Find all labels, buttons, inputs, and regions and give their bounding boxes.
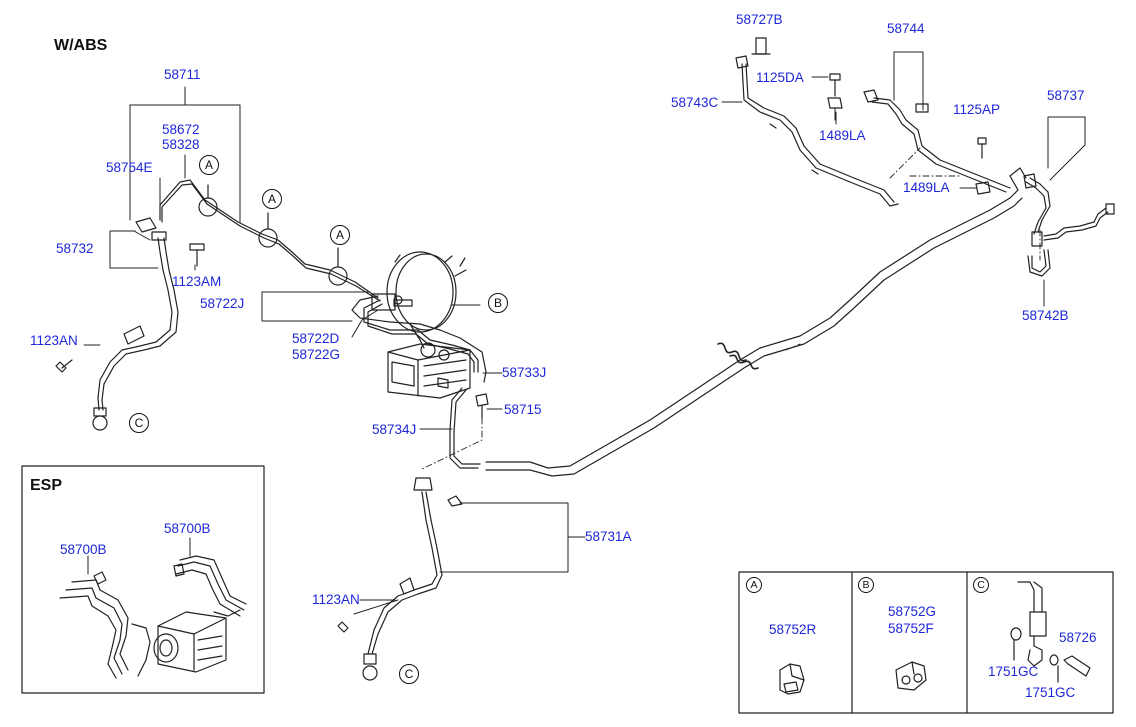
label-58715: 58715 [504, 402, 542, 417]
label-58328: 58328 [162, 137, 200, 152]
label-1123AN-top: 1123AN [30, 333, 78, 348]
callout-b: B [488, 293, 508, 313]
leader-lines-right [721, 51, 1086, 307]
bracket-58732 [123, 217, 157, 345]
label-58672: 58672 [162, 122, 200, 137]
label-1123AN-bottom: 1123AN [312, 592, 360, 607]
label-58727B: 58727B [736, 12, 783, 27]
dash-dot-lines [419, 147, 1041, 471]
label-58700B-left: 58700B [60, 542, 107, 557]
label-1751GC-a: 1751GC [988, 664, 1039, 679]
rear-tube-58743C [735, 55, 899, 207]
bolt-1125AP [977, 137, 987, 159]
label-58752R: 58752R [769, 622, 817, 637]
rear-tube-58744 [863, 89, 1011, 193]
label-58722J: 58722J [200, 296, 245, 311]
leader-lines-left [83, 86, 586, 601]
label-1125DA: 1125DA [756, 70, 804, 85]
clip-1489LA-top [827, 97, 843, 121]
label-1125AP: 1125AP [953, 102, 1001, 117]
detail-box-frame [738, 571, 1114, 714]
front-left-hose [92, 231, 179, 431]
callout-c-1: C [129, 413, 149, 433]
label-58731A: 58731A [585, 529, 632, 544]
label-58752G: 58752G [888, 604, 937, 619]
label-1123AM: 1123AM [172, 274, 222, 289]
clip-58715 [475, 393, 489, 419]
clip-58752G-F [895, 661, 927, 691]
label-58722D: 58722D [292, 331, 340, 346]
label-58737: 58737 [1047, 88, 1085, 103]
bolt-1123AM [189, 243, 205, 267]
detail-panel-c-letter: C [973, 577, 989, 593]
label-58752F: 58752F [888, 621, 934, 636]
break-symbol [717, 342, 759, 370]
label-1751GC-b: 1751GC [1025, 685, 1076, 700]
label-58742B: 58742B [1022, 308, 1069, 323]
abs-hydraulic-unit [387, 342, 471, 399]
hose-detail-c [1010, 581, 1091, 683]
front-right-hose [337, 477, 463, 681]
esp-tubes-left [59, 571, 151, 679]
clip-1489LA-mid [975, 181, 991, 195]
esp-tubes-right [173, 555, 247, 617]
label-58733J: 58733J [502, 365, 547, 380]
label-58711: 58711 [164, 67, 201, 82]
detail-panel-a-letter: A [746, 577, 762, 593]
label-58722G: 58722G [292, 347, 341, 362]
master-to-abs-tubes [351, 295, 487, 383]
bolt-1125DA [829, 73, 841, 97]
callout-a-1: A [199, 155, 219, 175]
esp-hydraulic-unit [153, 611, 227, 673]
label-58744: 58744 [887, 21, 925, 36]
front-left-brake-tube [159, 179, 381, 302]
callout-a-3: A [330, 225, 350, 245]
label-58726: 58726 [1059, 630, 1097, 645]
bolt-1123AN-top [55, 359, 73, 373]
abs-to-rear-tubes [449, 167, 1027, 477]
label-1489LA-top: 1489LA [819, 128, 866, 143]
clip-58727B [751, 37, 771, 55]
esp-leaders [87, 537, 191, 575]
label-58732: 58732 [56, 241, 94, 256]
rear-right-hose [1023, 173, 1115, 277]
label-58754E: 58754E [106, 160, 153, 175]
detail-panel-b-letter: B [858, 577, 874, 593]
label-58743C: 58743C [671, 95, 719, 110]
label-58734J: 58734J [372, 422, 417, 437]
esp-header: ESP [30, 477, 63, 494]
label-58700B-right: 58700B [164, 521, 211, 536]
wabs-header: W/ABS [54, 37, 108, 54]
tube-callout-rings [198, 184, 348, 286]
callout-a-2: A [262, 189, 282, 209]
callout-c-2: C [399, 664, 419, 684]
clip-58752R [779, 663, 805, 695]
esp-inset-frame [21, 465, 265, 694]
label-1489LA-mid: 1489LA [903, 180, 950, 195]
brake-booster [371, 251, 467, 333]
